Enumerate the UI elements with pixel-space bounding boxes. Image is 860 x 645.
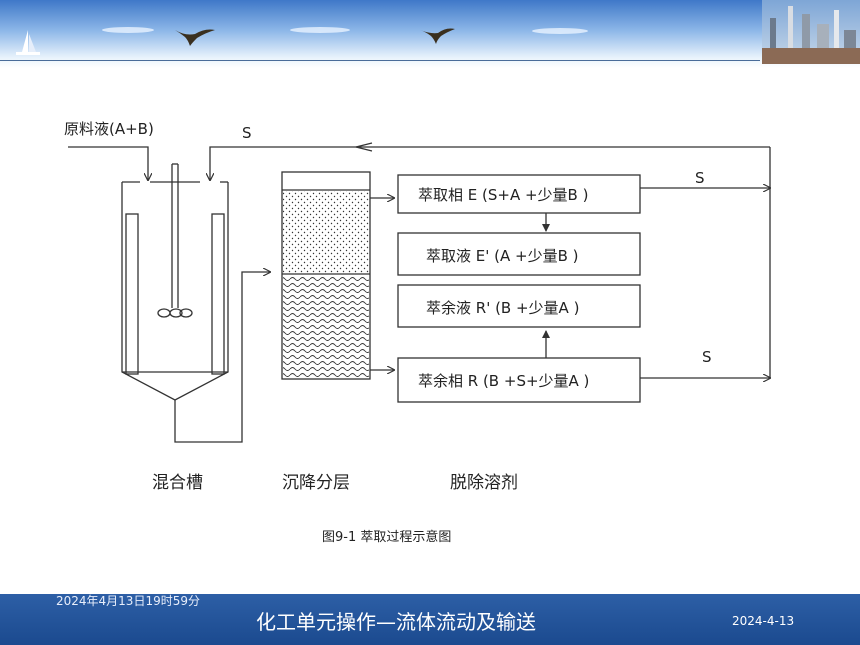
raffinate-liquid-box — [397, 284, 641, 328]
solvent-recycle-line — [210, 146, 770, 180]
solvent-removal-caption: 脱除溶剂 — [450, 473, 518, 493]
solvent-out-label-2: S — [702, 348, 712, 366]
solvent-top-label: S — [242, 124, 252, 142]
extract-liquid-label: 萃取液 E' (A +少量B ) — [426, 247, 579, 265]
header-decoration — [16, 27, 588, 55]
cloud-icon — [102, 27, 154, 33]
cloud-icon — [532, 28, 588, 34]
extract-layer — [283, 191, 369, 274]
agitator-blade — [179, 308, 193, 318]
feed-inlet-line — [68, 146, 148, 180]
agitator-blade — [157, 308, 171, 318]
footer-title: 化工单元操作—流体流动及输送 — [256, 610, 536, 634]
slide-header-banner — [0, 0, 860, 68]
raffinate-liquid-label: 萃余液 R' (B +少量A ) — [426, 299, 579, 317]
raffinate-layer — [283, 275, 369, 378]
bird-icon — [175, 29, 215, 46]
sailboat-icon — [16, 30, 40, 55]
extract-liquid-box — [397, 232, 641, 276]
factory-image — [762, 0, 860, 64]
extract-phase-box — [397, 174, 641, 214]
header-rule — [0, 60, 760, 61]
raffinate-phase-box — [397, 357, 641, 403]
extraction-process-diagram: 原料液(A+B) S S S 萃取相 E (S+A +少量B ) 萃取液 E' … — [64, 120, 860, 545]
agitator-blade — [169, 308, 183, 318]
cloud-icon — [290, 27, 350, 33]
feed-label: 原料液(A+B) — [64, 120, 154, 138]
solvent-out-label-1: S — [695, 169, 705, 187]
figure-caption: 图9-1 萃取过程示意图 — [322, 529, 451, 545]
mixer-tank — [121, 163, 229, 401]
footer-timestamp: 2024年4月13日19时59分 — [56, 594, 200, 608]
extract-phase-label: 萃取相 E (S+A +少量B ) — [418, 186, 588, 204]
raffinate-phase-label: 萃余相 R (B +S+少量A ) — [418, 372, 589, 390]
settler-tank — [281, 171, 371, 380]
bird-icon — [420, 28, 455, 44]
footer-date: 2024-4-13 — [732, 614, 795, 628]
slide-footer: 2024年4月13日19时59分 化工单元操作—流体流动及输送 2024-4-1… — [0, 594, 860, 645]
mixer-caption: 混合槽 — [152, 473, 203, 493]
recycle-arrowhead — [355, 142, 373, 152]
mixer-outlet-line — [174, 272, 270, 443]
settler-caption: 沉降分层 — [282, 473, 350, 493]
